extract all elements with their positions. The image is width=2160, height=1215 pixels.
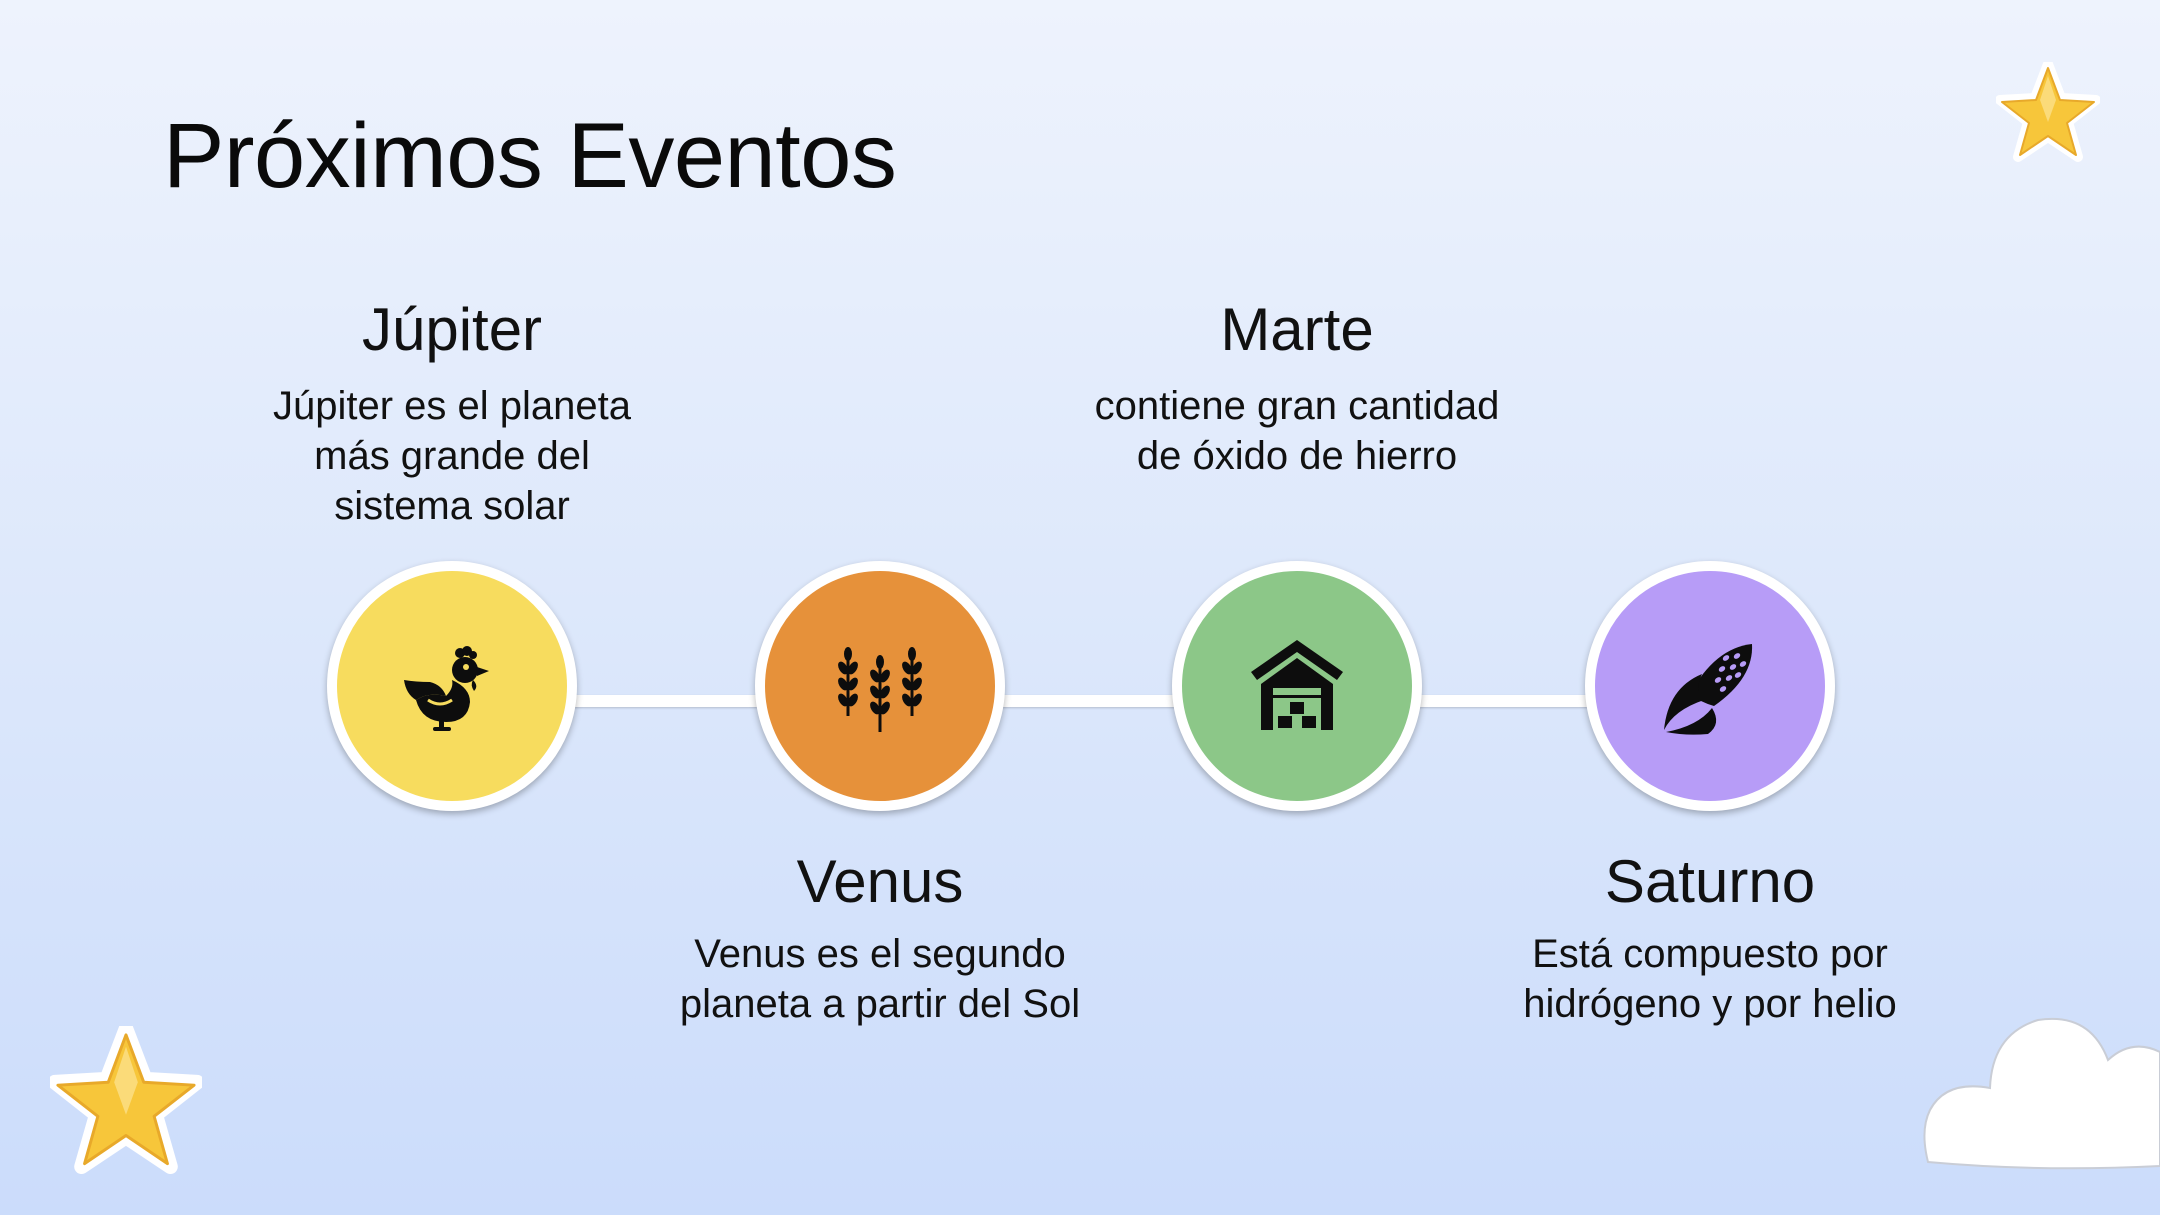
corn-icon: [1664, 644, 1753, 735]
event-title-saturno: Saturno: [1604, 848, 1816, 915]
event-title-venus: Venus: [796, 848, 964, 915]
event-description-jupiter: Júpiter es el planeta más grande del sis…: [272, 384, 631, 528]
star-icon: [50, 1026, 202, 1174]
star-icon: [1996, 62, 2100, 162]
event-title-marte: Marte: [1220, 296, 1374, 363]
cloud-icon: [1923, 1017, 2160, 1170]
barn-icon: [1251, 640, 1343, 730]
chicken-icon: [404, 646, 489, 731]
event-description-marte: contiene gran cantidad de óxido de hierr…: [1094, 384, 1500, 478]
event-node-marte[interactable]: [1172, 561, 1422, 811]
connector-line: [995, 695, 1180, 707]
event-description-venus: Venus es el segundo planeta a partir del…: [679, 932, 1081, 1026]
event-node-jupiter[interactable]: [327, 561, 577, 811]
event-node-saturno[interactable]: [1585, 561, 1835, 811]
event-node-venus[interactable]: [755, 561, 1005, 811]
connector-line: [565, 695, 765, 707]
event-description-saturno: Está compuesto por hidrógeno y por helio: [1523, 932, 1897, 1026]
connector-line: [1410, 695, 1595, 707]
slide-title: Próximos Eventos: [163, 105, 897, 207]
wheat-icon: [838, 647, 922, 732]
event-title-jupiter: Júpiter: [361, 296, 543, 363]
